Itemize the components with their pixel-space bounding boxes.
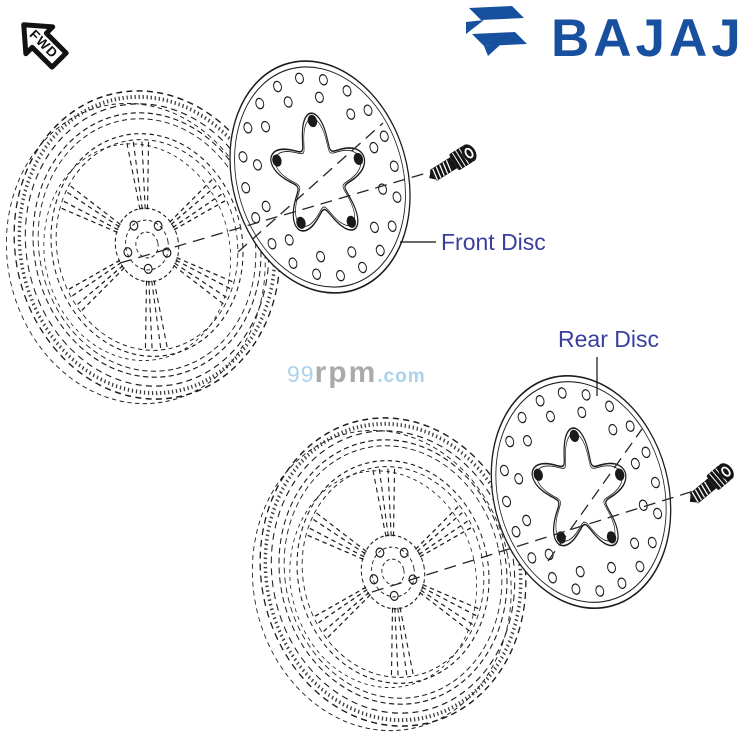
watermark-99rpm: 99 rpm .com — [287, 356, 426, 390]
fwd-arrow-icon — [21, 22, 69, 70]
fwd-direction-badge: FWD — [21, 22, 69, 70]
front-disc-label[interactable]: Front Disc — [441, 229, 546, 255]
watermark-rpm: rpm — [314, 356, 378, 389]
front-disc-bolt-illustration — [423, 140, 481, 187]
front-disc-illustration — [202, 38, 438, 316]
watermark-99: 99 — [287, 361, 315, 387]
bajaj-emblem-icon — [466, 6, 527, 56]
bajaj-wordmark: BAJAJ — [551, 9, 745, 68]
leader-lines — [400, 241, 598, 396]
rear-disc-bolt-illustration — [682, 459, 738, 511]
watermark-com: .com — [377, 366, 426, 387]
rear-disc-illustration — [465, 354, 697, 630]
rear-disc-label[interactable]: Rear Disc — [558, 326, 659, 352]
assembly-axis-lines — [119, 122, 701, 593]
